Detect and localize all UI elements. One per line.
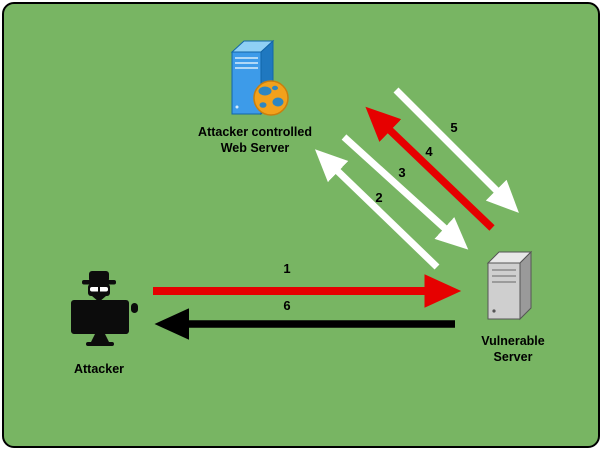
- vulnerable-server-label: Vulnerable Server: [481, 333, 544, 365]
- web-server-label: Attacker controlled Web Server: [198, 124, 312, 156]
- attacker-icon: [71, 271, 138, 346]
- vulnerable-server-label-line2: Server: [493, 350, 533, 364]
- arrow-4-label: 4: [425, 144, 433, 159]
- attacker-label: Attacker: [73, 362, 125, 376]
- arrow-3-label: 3: [398, 165, 406, 180]
- arrow-5-shaft: [393, 87, 519, 213]
- web-server-icon: [230, 39, 289, 116]
- web-server-label-line1: Attacker controlled: [198, 125, 312, 139]
- arrow-2-label: 2: [375, 190, 383, 205]
- arrow-4: [365, 106, 495, 231]
- arrow-6-label: 6: [283, 298, 291, 313]
- vulnerable-server-label-line1: Vulnerable: [481, 334, 545, 348]
- arrow-2-shaft: [314, 149, 440, 270]
- arrow-3-shaft: [341, 134, 469, 250]
- arrow-3: [341, 134, 469, 250]
- web-server-label-line2: Web Server: [220, 141, 290, 155]
- arrow-4-shaft: [365, 106, 495, 231]
- arrow-5-label: 5: [450, 120, 458, 135]
- arrow-1-label: 1: [283, 261, 291, 276]
- vulnerable-server-icon: [486, 250, 533, 321]
- globe-icon: [253, 80, 289, 116]
- arrow-2: [314, 149, 440, 270]
- arrow-5: [393, 87, 519, 213]
